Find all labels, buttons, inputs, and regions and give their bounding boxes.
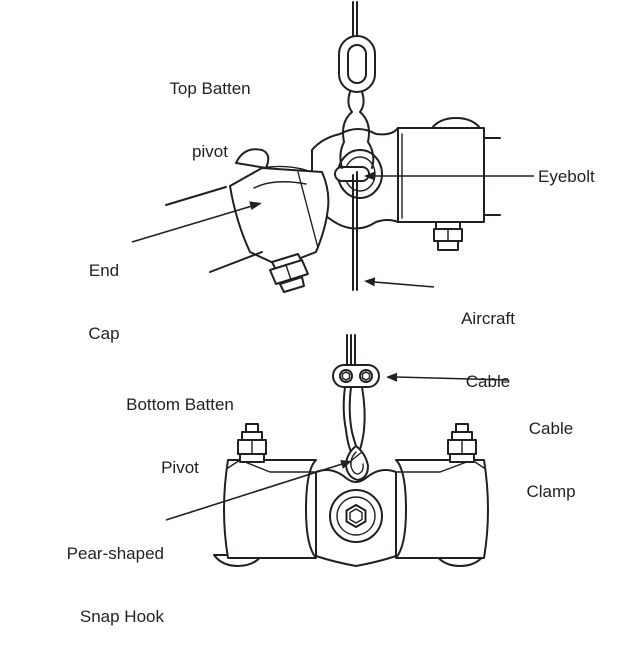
top-strap-loop (339, 91, 375, 169)
bottom-left-housing (213, 459, 317, 567)
bottom-leaders (165, 372, 509, 521)
bottom-right-bolt (447, 423, 477, 463)
label-end-cap: End Cap (78, 218, 130, 365)
batten-pivot-diagram: Top Batten pivot Eyebolt End Cap Aircraf… (67, 1, 596, 626)
top-pivot-assembly (165, 1, 501, 293)
label-bottom-batten-pivot: Bottom Batten Pivot (110, 352, 250, 499)
label-end-cap-line2: Cap (88, 324, 120, 343)
pear-shaped-snap-hook (345, 445, 369, 481)
label-pear-shaped-snap-hook-line2: Snap Hook (79, 607, 164, 626)
label-cable-clamp-line2: Clamp (526, 482, 576, 501)
label-aircraft-cable-line2: Cable (465, 372, 511, 391)
top-leaders (131, 171, 534, 288)
bottom-aircraft-cable (346, 334, 356, 366)
top-pipe-stub-left (165, 186, 263, 273)
top-end-cap (229, 148, 330, 267)
label-end-cap-line1: End (88, 261, 120, 280)
bottom-left-bolt (237, 423, 267, 463)
label-bottom-batten-pivot-line2: Pivot (161, 458, 199, 477)
label-aircraft-cable: Aircraft Cable (428, 266, 548, 413)
bottom-center-body (315, 469, 397, 567)
top-pipe-stub-right (483, 137, 501, 216)
bottom-pivot-assembly (213, 334, 489, 567)
label-aircraft-cable-line1: Aircraft (461, 309, 515, 328)
label-top-batten-pivot-line2: pivot (192, 142, 228, 161)
label-top-batten-pivot: Top Batten pivot (144, 36, 276, 183)
bottom-right-housing (395, 459, 489, 567)
top-right-nut (433, 221, 463, 251)
label-bottom-batten-pivot-line1: Bottom Batten (126, 395, 234, 414)
diagram-artwork (131, 1, 534, 567)
top-chain-link (338, 35, 376, 93)
top-end-cap-nut (269, 253, 309, 293)
top-right-housing (387, 117, 485, 223)
label-pear-shaped-snap-hook: Pear-shaped Snap Hook (2, 501, 164, 648)
top-aircraft-cable (352, 1, 358, 291)
cable-clamp (332, 364, 380, 388)
label-pear-shaped-snap-hook-line1: Pear-shaped (66, 544, 164, 563)
label-eyebolt: Eyebolt (538, 167, 595, 186)
label-top-batten-pivot-line1: Top Batten (169, 79, 251, 98)
label-cable-clamp-line1: Cable (528, 419, 574, 438)
label-cable-clamp: Cable Clamp (506, 376, 596, 523)
